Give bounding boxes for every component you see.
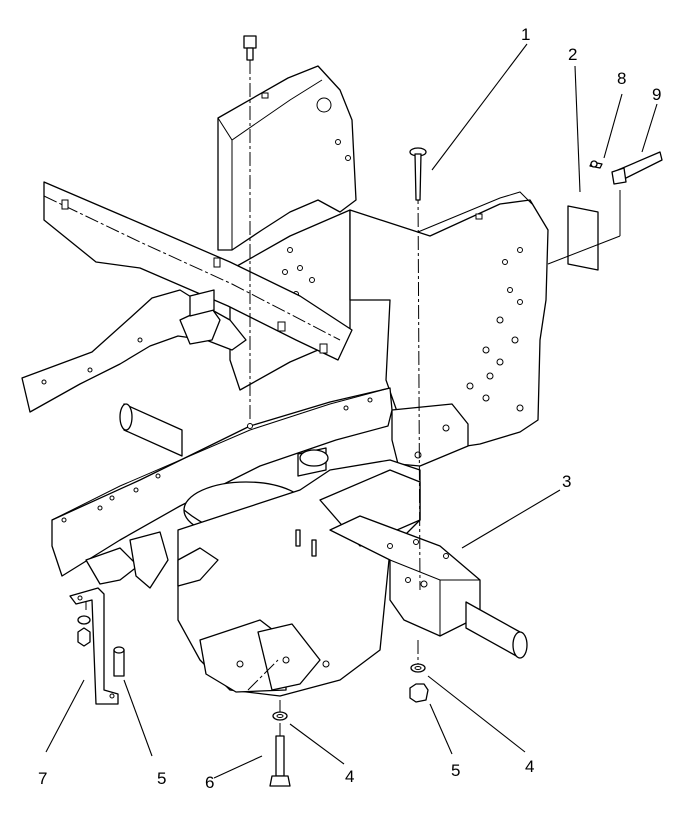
bolt-top bbox=[243, 35, 257, 61]
callout-4-bottom: 4 bbox=[345, 767, 354, 786]
screw-part-8 bbox=[589, 160, 603, 169]
callout-8: 8 bbox=[617, 69, 626, 88]
plate-part-2 bbox=[547, 190, 621, 271]
nut-left-washer bbox=[77, 615, 91, 647]
bolt-centerlines bbox=[85, 60, 421, 740]
callout-labels: 1 2 3 4 4 5 5 6 7 8 9 bbox=[38, 25, 661, 792]
callout-6: 6 bbox=[205, 773, 214, 792]
leader-lines bbox=[45, 43, 658, 779]
long-bolt-part-1 bbox=[409, 147, 427, 201]
axle-tube-left bbox=[119, 403, 183, 457]
upper-frame-rail bbox=[43, 181, 353, 361]
lower-left-frame bbox=[21, 289, 247, 413]
lower-frame-beam bbox=[51, 387, 393, 577]
callout-1: 1 bbox=[521, 25, 530, 44]
nut-right bbox=[409, 683, 429, 703]
right-frame-plate bbox=[349, 191, 549, 467]
washer-right bbox=[410, 663, 426, 673]
left-frame-plate bbox=[217, 65, 357, 251]
strap-part-9 bbox=[611, 151, 663, 185]
callout-9: 9 bbox=[652, 85, 661, 104]
callout-5-right: 5 bbox=[451, 761, 460, 780]
callout-7: 7 bbox=[38, 769, 47, 788]
callout-4-right: 4 bbox=[525, 757, 534, 776]
washer-bottom bbox=[272, 711, 288, 721]
bolt-bottom bbox=[269, 735, 291, 787]
spacer-left bbox=[113, 646, 125, 677]
axle-block bbox=[329, 515, 528, 659]
callout-5-left: 5 bbox=[157, 769, 166, 788]
callout-3: 3 bbox=[562, 472, 571, 491]
callout-2: 2 bbox=[568, 45, 577, 64]
frame-stubs-left bbox=[85, 531, 169, 589]
bracket-part-7 bbox=[69, 587, 119, 705]
